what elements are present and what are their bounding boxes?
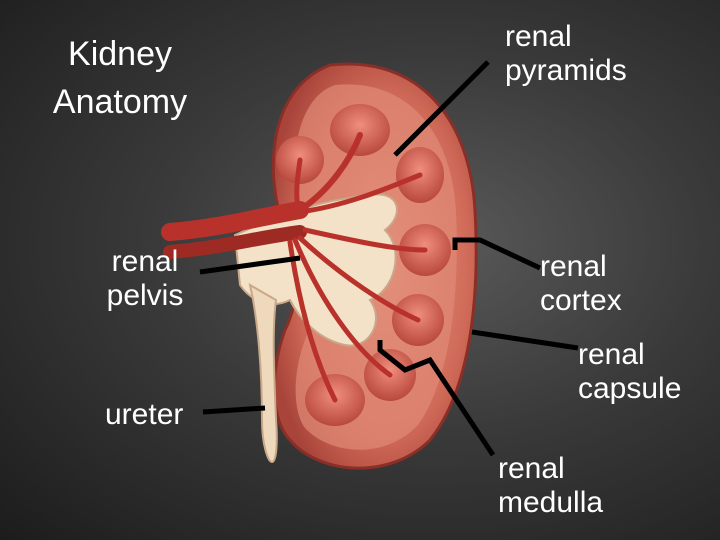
label-ureter: ureter [105,398,184,431]
leader-renal-cortex [452,237,542,271]
leader-renal-capsule [471,329,579,351]
leader-ureter [202,405,266,415]
label-renal-pelvis: renal pelvis [106,245,184,312]
renal-vessels [161,132,428,403]
leader-renal-medulla [377,340,496,457]
leader-renal-pelvis [199,255,301,275]
label-renal-medulla: renal medulla [498,452,604,519]
label-renal-cortex: renal cortex [540,250,622,317]
label-renal-capsule: renal capsule [578,338,682,405]
ureter-shape [248,282,278,464]
slide-title: Kidney Anatomy [52,35,188,121]
label-renal-pyramids: renal pyramids [505,20,627,87]
leader-renal-pyramids [393,60,490,157]
leader-lines [199,60,579,457]
